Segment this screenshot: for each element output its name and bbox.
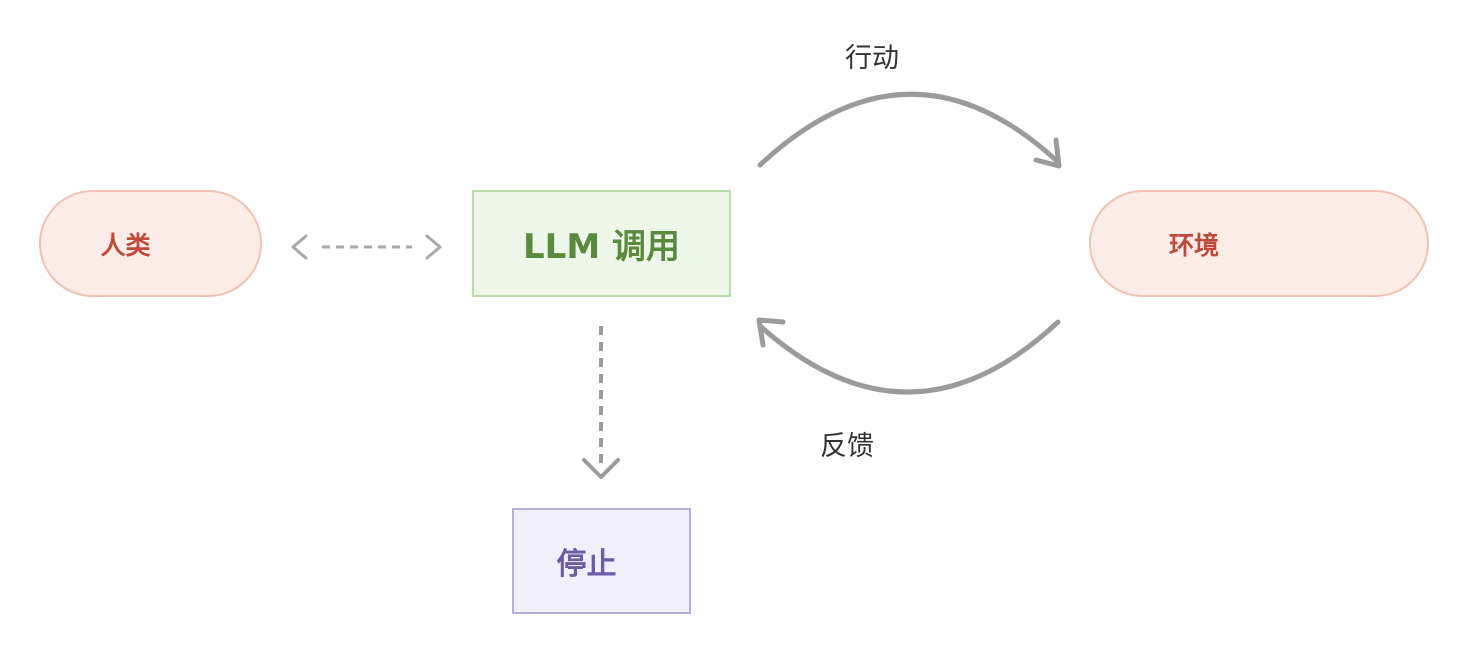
human-node: 人类 (39, 190, 262, 297)
llm-call-node: LLM 调用 (472, 190, 731, 297)
action-arc (757, 91, 1061, 168)
environment-node: 环境 (1089, 190, 1429, 297)
environment-node-label: 环境 (1168, 230, 1219, 260)
action-arc-arrow (757, 91, 1062, 169)
right-chevron-icon (425, 234, 442, 260)
feedback-edge-label: 反馈 (820, 431, 874, 462)
human-node-label: 人类 (100, 230, 151, 260)
stop-node-label: 停止 (556, 547, 617, 582)
feedback-arc-arrow (756, 317, 1061, 395)
down-arrowhead-icon (582, 458, 620, 479)
feedback-arrowhead-icon (756, 317, 786, 348)
stop-node: 停止 (512, 508, 691, 614)
llm-call-node-label: LLM 调用 (522, 227, 680, 267)
feedback-arc (757, 319, 1061, 395)
action-edge-label: 行动 (845, 43, 899, 74)
llm-stop-dashed-arrow (582, 326, 620, 479)
human-llm-dashed-connector (291, 234, 442, 260)
action-arrowhead-icon (1033, 137, 1062, 169)
left-chevron-icon (291, 234, 308, 260)
